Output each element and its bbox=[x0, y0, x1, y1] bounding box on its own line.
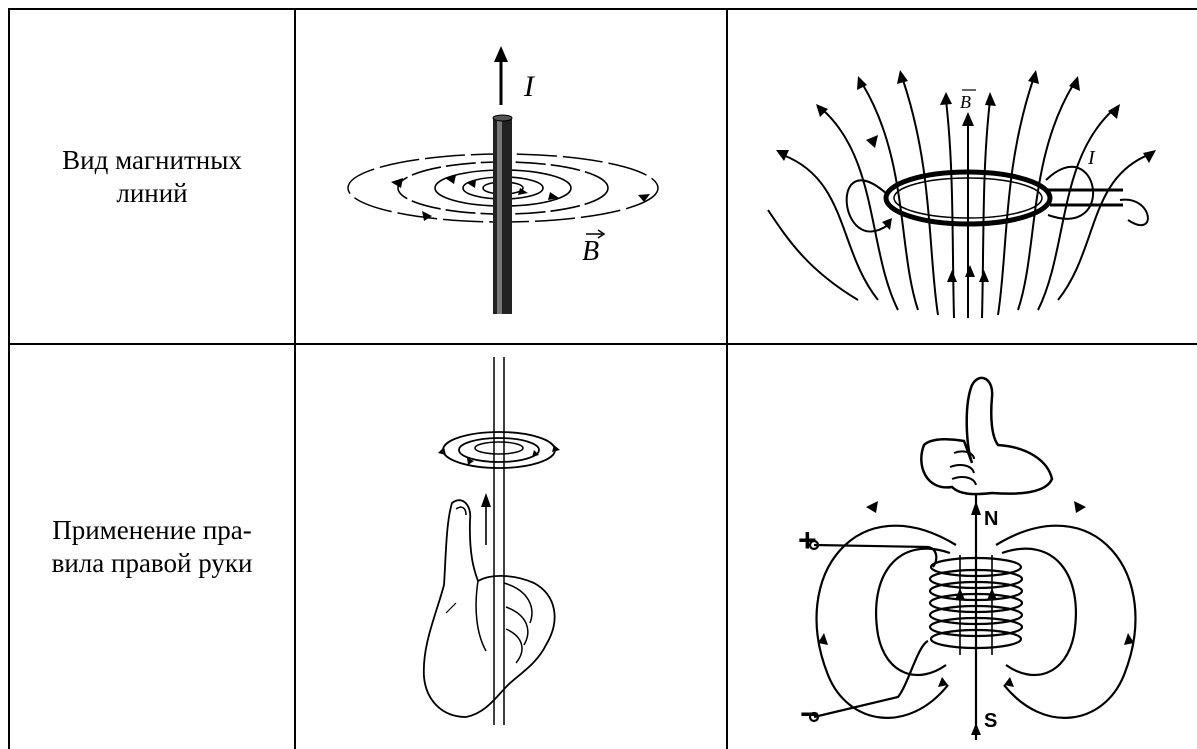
row1-label-line2: линий bbox=[62, 177, 242, 210]
solenoid-north-label: N bbox=[984, 508, 998, 530]
row1-label: Вид магнитных линий bbox=[62, 144, 242, 210]
row1-label-line1: Вид магнитных bbox=[62, 144, 242, 177]
wire-current-label: I bbox=[523, 70, 536, 103]
solenoid-minus-label: − bbox=[800, 696, 819, 732]
row2-label-line2: вила правой руки bbox=[52, 547, 253, 580]
loop-current-label: I bbox=[1087, 147, 1096, 169]
solenoid-hand-icon: + − N S bbox=[728, 345, 1197, 749]
solenoid-plus-label: + bbox=[798, 522, 817, 558]
solenoid-south-label: S bbox=[984, 710, 997, 732]
straight-wire-field-icon: I B bbox=[296, 10, 726, 343]
row2-label-line1: Применение пра- bbox=[52, 514, 253, 547]
row2-label: Применение пра- вила правой руки bbox=[52, 514, 253, 580]
right-hand-wire-icon bbox=[296, 345, 726, 749]
wire-field-label: B bbox=[582, 236, 599, 267]
circular-loop-field-icon: B I bbox=[728, 10, 1197, 343]
row2-label-cell: Применение пра- вила правой руки bbox=[10, 345, 294, 749]
row1-label-cell: Вид магнитных линий bbox=[10, 10, 294, 343]
loop-field-label: B bbox=[960, 92, 971, 112]
